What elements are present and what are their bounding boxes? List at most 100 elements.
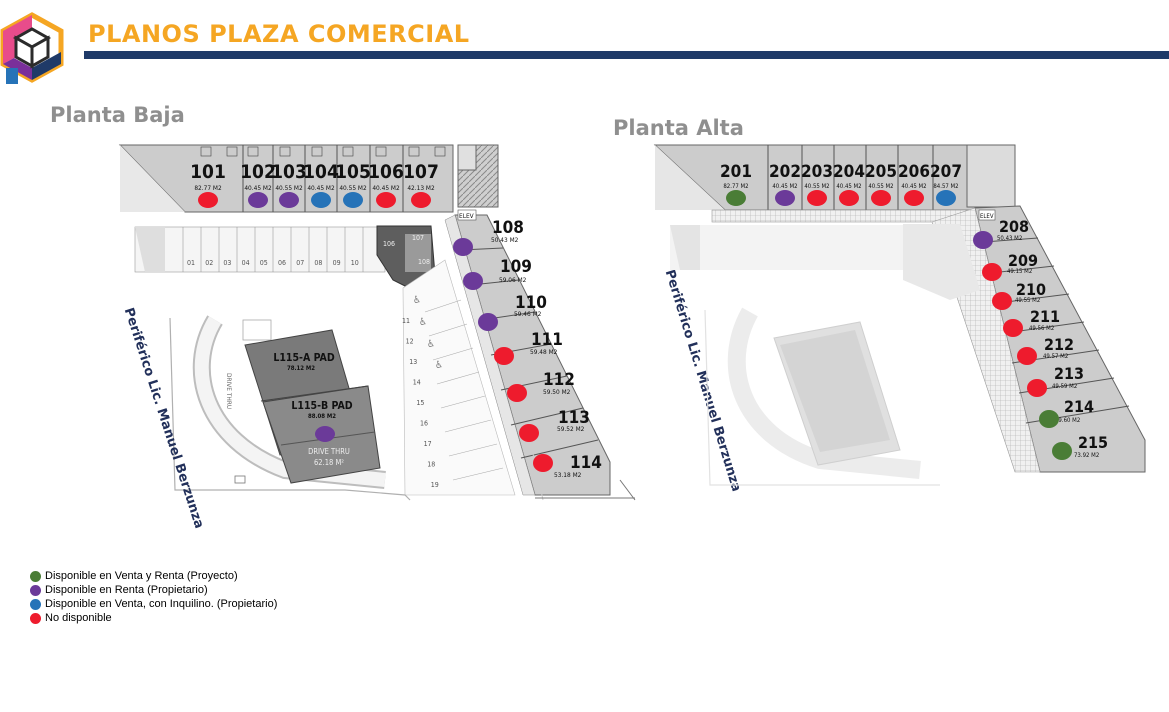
unit-number-label: 112: [543, 370, 575, 390]
ground-small-block-inner: [405, 234, 431, 272]
ground-right-road: [529, 439, 544, 501]
unit-area-label: 49.56 M2: [1029, 325, 1054, 332]
unit-number-label: 202: [769, 162, 801, 182]
unit-number-label: 213: [1054, 364, 1084, 383]
upper-ghost-parking: [670, 225, 905, 270]
legend-list: Disponible en Venta y Renta (Proyecto) Di…: [30, 569, 277, 625]
ground-parking-island: [135, 227, 165, 272]
unit-status-dot[interactable]: [1027, 379, 1047, 397]
unit-number-label: 206: [898, 162, 930, 182]
unit-status-dot[interactable]: [248, 192, 268, 208]
upper-ghost-block: [903, 224, 980, 300]
upper-stair-core: [966, 144, 1016, 208]
unit-status-dot[interactable]: [1052, 442, 1072, 460]
elevator-label: ELEV: [980, 213, 994, 220]
parking-number: 02: [205, 259, 213, 267]
legend-item: Disponible en Venta y Renta (Proyecto): [30, 569, 277, 583]
unit-status-dot[interactable]: [807, 190, 827, 206]
accessible-parking-icon: ♿: [435, 360, 443, 371]
unit-area-label: 50.43 M2: [997, 235, 1022, 242]
unit-status-dot[interactable]: [992, 292, 1012, 310]
parking-number: 06: [278, 259, 286, 267]
accessible-parking-icon: ♿: [427, 339, 435, 350]
unit-area-label: 49.57 M2: [1043, 353, 1068, 360]
unit-status-dot[interactable]: [376, 192, 396, 208]
unit-area-label: 40.45 M2: [901, 183, 926, 190]
unit-area-label: 40.45 M2: [836, 183, 861, 190]
legend-item: No disponible: [30, 611, 277, 625]
parking-number: 13: [409, 358, 417, 366]
unit-area-label: 59.50 M2: [543, 388, 571, 396]
unit-status-dot[interactable]: [1017, 347, 1037, 365]
unit-status-dot[interactable]: [343, 192, 363, 208]
unit-number-label: 109: [500, 257, 532, 277]
drive-thru-area: 62.18 M²: [314, 458, 344, 467]
unit-status-dot[interactable]: [726, 190, 746, 206]
parking-number: 01: [187, 259, 195, 267]
unit-status-dot[interactable]: [533, 454, 553, 472]
parking-number: 07: [296, 259, 304, 267]
parking-number: 15: [416, 399, 424, 407]
unit-status-dot[interactable]: [982, 263, 1002, 281]
elevator-label: ELEV: [459, 212, 474, 220]
unit-area-label: 82.77 M2: [723, 183, 748, 190]
unit-status-dot[interactable]: [519, 424, 539, 442]
unit-area-label: 84.57 M2: [933, 183, 958, 190]
unit-status-dot[interactable]: [839, 190, 859, 206]
unit-status-dot[interactable]: [453, 238, 473, 256]
pad-b-area: 88.08 M2: [308, 413, 336, 420]
legend-dot-icon: [30, 584, 41, 596]
unit-status-dot[interactable]: [198, 192, 218, 208]
unit-status-dot[interactable]: [478, 313, 498, 331]
upper-ghost-island: [670, 225, 700, 270]
unit-status-dot[interactable]: [1003, 319, 1023, 337]
unit-number-label: 209: [1008, 251, 1038, 270]
unit-number-label: 101: [190, 161, 226, 183]
unit-status-dot[interactable]: [973, 231, 993, 249]
unit-status-dot[interactable]: [494, 347, 514, 365]
upper-roof-pad-inner: [780, 330, 890, 452]
ground-drive-thru-kiosk: [234, 475, 246, 484]
pad-a-area: 78.12 M2: [287, 365, 315, 372]
unit-status-dot[interactable]: [463, 272, 483, 290]
unit-status-dot[interactable]: [315, 426, 335, 442]
pad-a-label: L115-A PAD: [273, 352, 335, 364]
ground-row-dividers: [242, 145, 404, 212]
unit-area-label: 40.55 M2: [868, 183, 893, 190]
unit-area-label: 40.55 M2: [275, 184, 303, 192]
small-unit-number: 107: [412, 234, 424, 242]
parking-number: 08: [314, 259, 322, 267]
unit-number-label: 108: [492, 218, 524, 238]
legend-label: Disponible en Venta y Renta (Proyecto): [45, 570, 238, 582]
accessible-parking-icon: ♿: [419, 317, 427, 328]
page-title: PLANOS PLAZA COMERCIAL: [88, 20, 470, 48]
unit-number-label: 114: [570, 453, 602, 473]
legend-item: Disponible en Venta, con Inquilino. (Pro…: [30, 597, 277, 611]
unit-area-label: 49.15 M2: [1007, 268, 1032, 275]
unit-status-dot[interactable]: [775, 190, 795, 206]
unit-number-label: 214: [1064, 397, 1094, 416]
unit-status-dot[interactable]: [936, 190, 956, 206]
unit-status-dot[interactable]: [1039, 410, 1059, 428]
ground-parking-lines: [182, 227, 364, 272]
parking-number: 11: [402, 317, 410, 325]
unit-number-label: 113: [558, 408, 590, 428]
unit-area-label: 82.77 M2: [194, 184, 222, 192]
unit-status-dot[interactable]: [871, 190, 891, 206]
unit-number-label: 204: [833, 162, 865, 182]
ground-diag-parking-lines: [424, 299, 504, 481]
legend-dot-icon: [30, 570, 41, 582]
unit-status-dot[interactable]: [904, 190, 924, 206]
legend-label: Disponible en Venta, con Inquilino. (Pro…: [45, 598, 278, 610]
drive-thru-label: DRIVE THRU: [308, 447, 350, 456]
upper-row-sidewalk: [655, 145, 725, 210]
unit-status-dot[interactable]: [411, 192, 431, 208]
unit-status-dot[interactable]: [279, 192, 299, 208]
unit-status-dot[interactable]: [507, 384, 527, 402]
unit-status-dot[interactable]: [311, 192, 331, 208]
unit-number-label: 103: [271, 161, 307, 183]
elevator-box: [978, 209, 996, 221]
